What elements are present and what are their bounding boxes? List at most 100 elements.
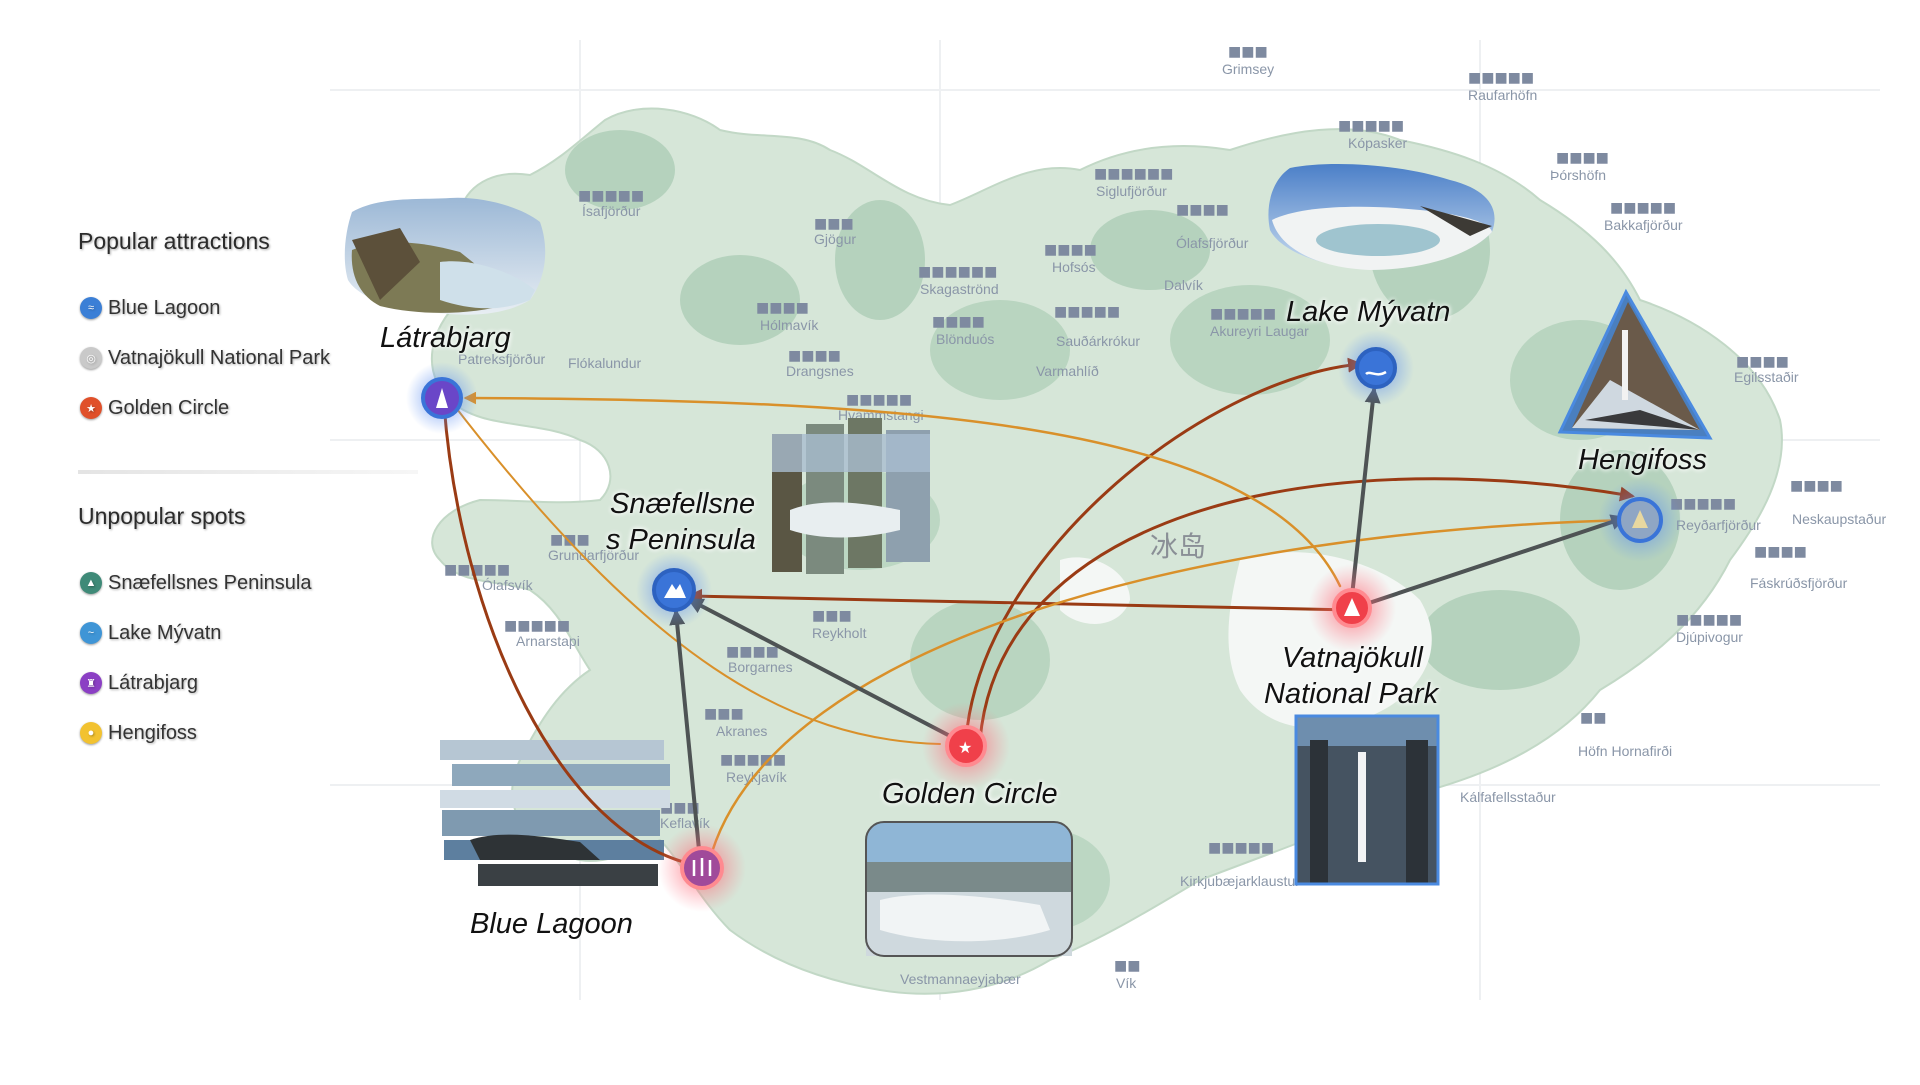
route-golden-snaefellsnes [687, 598, 952, 738]
town-holmavik: Hólmavík [760, 317, 819, 333]
label-golden-circle: Golden Circle [882, 778, 1058, 810]
legend-item-latrabjarg[interactable]: ♜ Látrabjarg [80, 668, 198, 698]
town-kopasker: Kópasker [1348, 135, 1407, 151]
town-drangsnes: Drangsnes [786, 363, 854, 379]
town-djupivogur: Djúpivogur [1676, 629, 1743, 645]
svg-text:■■■: ■■■ [1228, 44, 1268, 60]
waterfall-icon [1632, 510, 1648, 528]
legend-label: Snæfellsnes Peninsula [108, 571, 312, 594]
route-vatnajokull-myvatn [1350, 386, 1381, 598]
marker-snaefellsnes[interactable] [636, 552, 712, 628]
town-arnarstapi: Arnarstapi [516, 633, 580, 649]
town-raufarhofn: Raufarhöfn [1468, 87, 1537, 103]
label-vatnajokull-line2: National Park [1264, 678, 1439, 710]
town-faskrudsfjordur: Fáskrúðsfjörður [1750, 575, 1848, 591]
town-olafsfjordur: Ólafsfjörður [1176, 235, 1249, 251]
svg-text:■■■■: ■■■■ [1176, 202, 1229, 218]
photo-lake-myvatn [1268, 164, 1495, 270]
legend-item-myvatn[interactable]: ~ Lake Mývatn [80, 618, 221, 648]
svg-text:■■■■■: ■■■■■ [1610, 200, 1676, 216]
route-vatnajokull-hengifoss [1358, 514, 1628, 608]
legend-divider [78, 470, 418, 474]
marker-blue-lagoon[interactable] [658, 824, 746, 912]
photo-snaefellsnes [772, 418, 930, 574]
town-labels: ■■■ Grimsey ■■■■■ Raufarhöfn ■■■■■ Kópas… [444, 44, 1887, 991]
legend-title-popular: Popular attractions [78, 228, 270, 254]
town-dalvik: Dalvík [1164, 277, 1204, 293]
legend-label: Golden Circle [108, 396, 230, 419]
legend-label: Vatnajökull National Park [108, 346, 330, 369]
town-kirkjubaejarklaustur: Kirkjubæjarklaustur [1180, 873, 1300, 889]
town-neskaupstadur: Neskaupstaður [1792, 511, 1887, 527]
svg-text:■■■■: ■■■■ [932, 314, 985, 330]
label-snaefellsnes-line1: Snæfellsne [610, 488, 756, 520]
glacier-icon [1344, 598, 1360, 616]
svg-text:■■■■: ■■■■ [756, 300, 809, 316]
svg-text:■■■: ■■■ [704, 706, 744, 722]
marker-golden-circle[interactable]: ★ [922, 702, 1010, 790]
legend-label: Lake Mývatn [108, 621, 222, 644]
cliff-icon: ♜ [80, 672, 102, 694]
town-blonduos: Blönduós [936, 331, 994, 347]
mountain-icon: ▲ [80, 572, 102, 594]
legend-label: Blue Lagoon [108, 296, 221, 319]
town-flokalundur: Flókalundur [568, 355, 641, 371]
legend-item-hengifoss[interactable]: ● Hengifoss [80, 718, 197, 748]
label-latrabjarg: Látrabjarg [380, 322, 511, 354]
svg-text:■■■■: ■■■■ [1754, 544, 1807, 560]
photo-vatnajokull [1294, 714, 1440, 886]
country-label: 冰岛 [1150, 530, 1206, 563]
svg-text:■■■■: ■■■■ [1044, 242, 1097, 258]
legend-item-blue-lagoon[interactable]: ≈ Blue Lagoon [80, 293, 220, 323]
town-olafsvik: Ólafsvík [482, 577, 534, 593]
route-bluelagoon-latrabjarg [437, 401, 702, 868]
town-gjogur: Gjögur [814, 231, 856, 247]
town-kalfafellsstadur: Kálfafellsstaður [1460, 789, 1556, 805]
waterfall-icon: ● [80, 722, 102, 744]
svg-text:■■■■■: ■■■■■ [1208, 840, 1274, 856]
town-varmahlid: Varmahlíð [1036, 363, 1099, 379]
routes [437, 357, 1635, 868]
town-isafjordur: Ísafjörður [582, 203, 641, 219]
svg-text:■■■■■■: ■■■■■■ [1094, 166, 1173, 182]
town-vestmannaeyjabaer: Vestmannaeyjabær [900, 971, 1021, 987]
legend-title-unpopular: Unpopular spots [78, 503, 246, 529]
photo-hengifoss [1557, 288, 1713, 440]
svg-text:■■■■■: ■■■■■ [504, 618, 570, 634]
svg-text:■■■■■: ■■■■■ [720, 752, 786, 768]
svg-text:■■■■: ■■■■ [788, 348, 841, 364]
svg-text:■■■■■: ■■■■■ [1670, 496, 1736, 512]
town-skagastrond: Skagaströnd [920, 281, 999, 297]
photo-latrabjarg [344, 197, 546, 315]
town-saudarkrokur: Sauðárkrókur [1056, 333, 1140, 349]
marker-lake-myvatn[interactable] [1338, 330, 1414, 406]
lake-icon: ~ [80, 622, 102, 644]
legend-item-golden-circle[interactable]: ★ Golden Circle [80, 393, 229, 423]
svg-text:■■: ■■ [1580, 710, 1606, 726]
marker-hengifoss[interactable] [1598, 478, 1682, 562]
marker-latrabjarg[interactable] [406, 362, 478, 434]
town-hofn: Höfn Hornafirði [1578, 743, 1672, 759]
town-reykjavik: Reykjavík [726, 769, 788, 785]
svg-text:■■■: ■■■ [814, 216, 854, 232]
svg-text:■■■■■: ■■■■■ [1338, 118, 1404, 134]
town-siglufjordur: Siglufjörður [1096, 183, 1167, 199]
label-snaefellsnes-line2: s Peninsula [606, 524, 756, 556]
svg-text:■■■■■: ■■■■■ [1676, 612, 1742, 628]
route-golden-myvatn [964, 357, 1363, 742]
label-lake-myvatn: Lake Mývatn [1286, 296, 1451, 328]
svg-text:★: ★ [958, 738, 972, 757]
lake-icon [1365, 370, 1387, 376]
svg-text:■■■: ■■■ [812, 608, 852, 624]
legend-item-snaefellsnes[interactable]: ▲ Snæfellsnes Peninsula [80, 568, 311, 598]
svg-text:■■■■■: ■■■■■ [578, 188, 644, 204]
legend-item-vatnajokull[interactable]: ◎ Vatnajökull National Park [80, 343, 330, 373]
town-akureyri: Akureyri Laugar [1210, 323, 1309, 339]
route-bluelagoon-snaefellsnes [669, 608, 702, 862]
town-reydarfjordur: Reyðarfjörður [1676, 517, 1761, 533]
star-icon: ★ [80, 397, 102, 419]
route-vatnajokull-snaefellsnes [687, 588, 1354, 612]
town-reykholt: Reykholt [812, 625, 867, 641]
marker-vatnajokull[interactable] [1308, 564, 1396, 652]
